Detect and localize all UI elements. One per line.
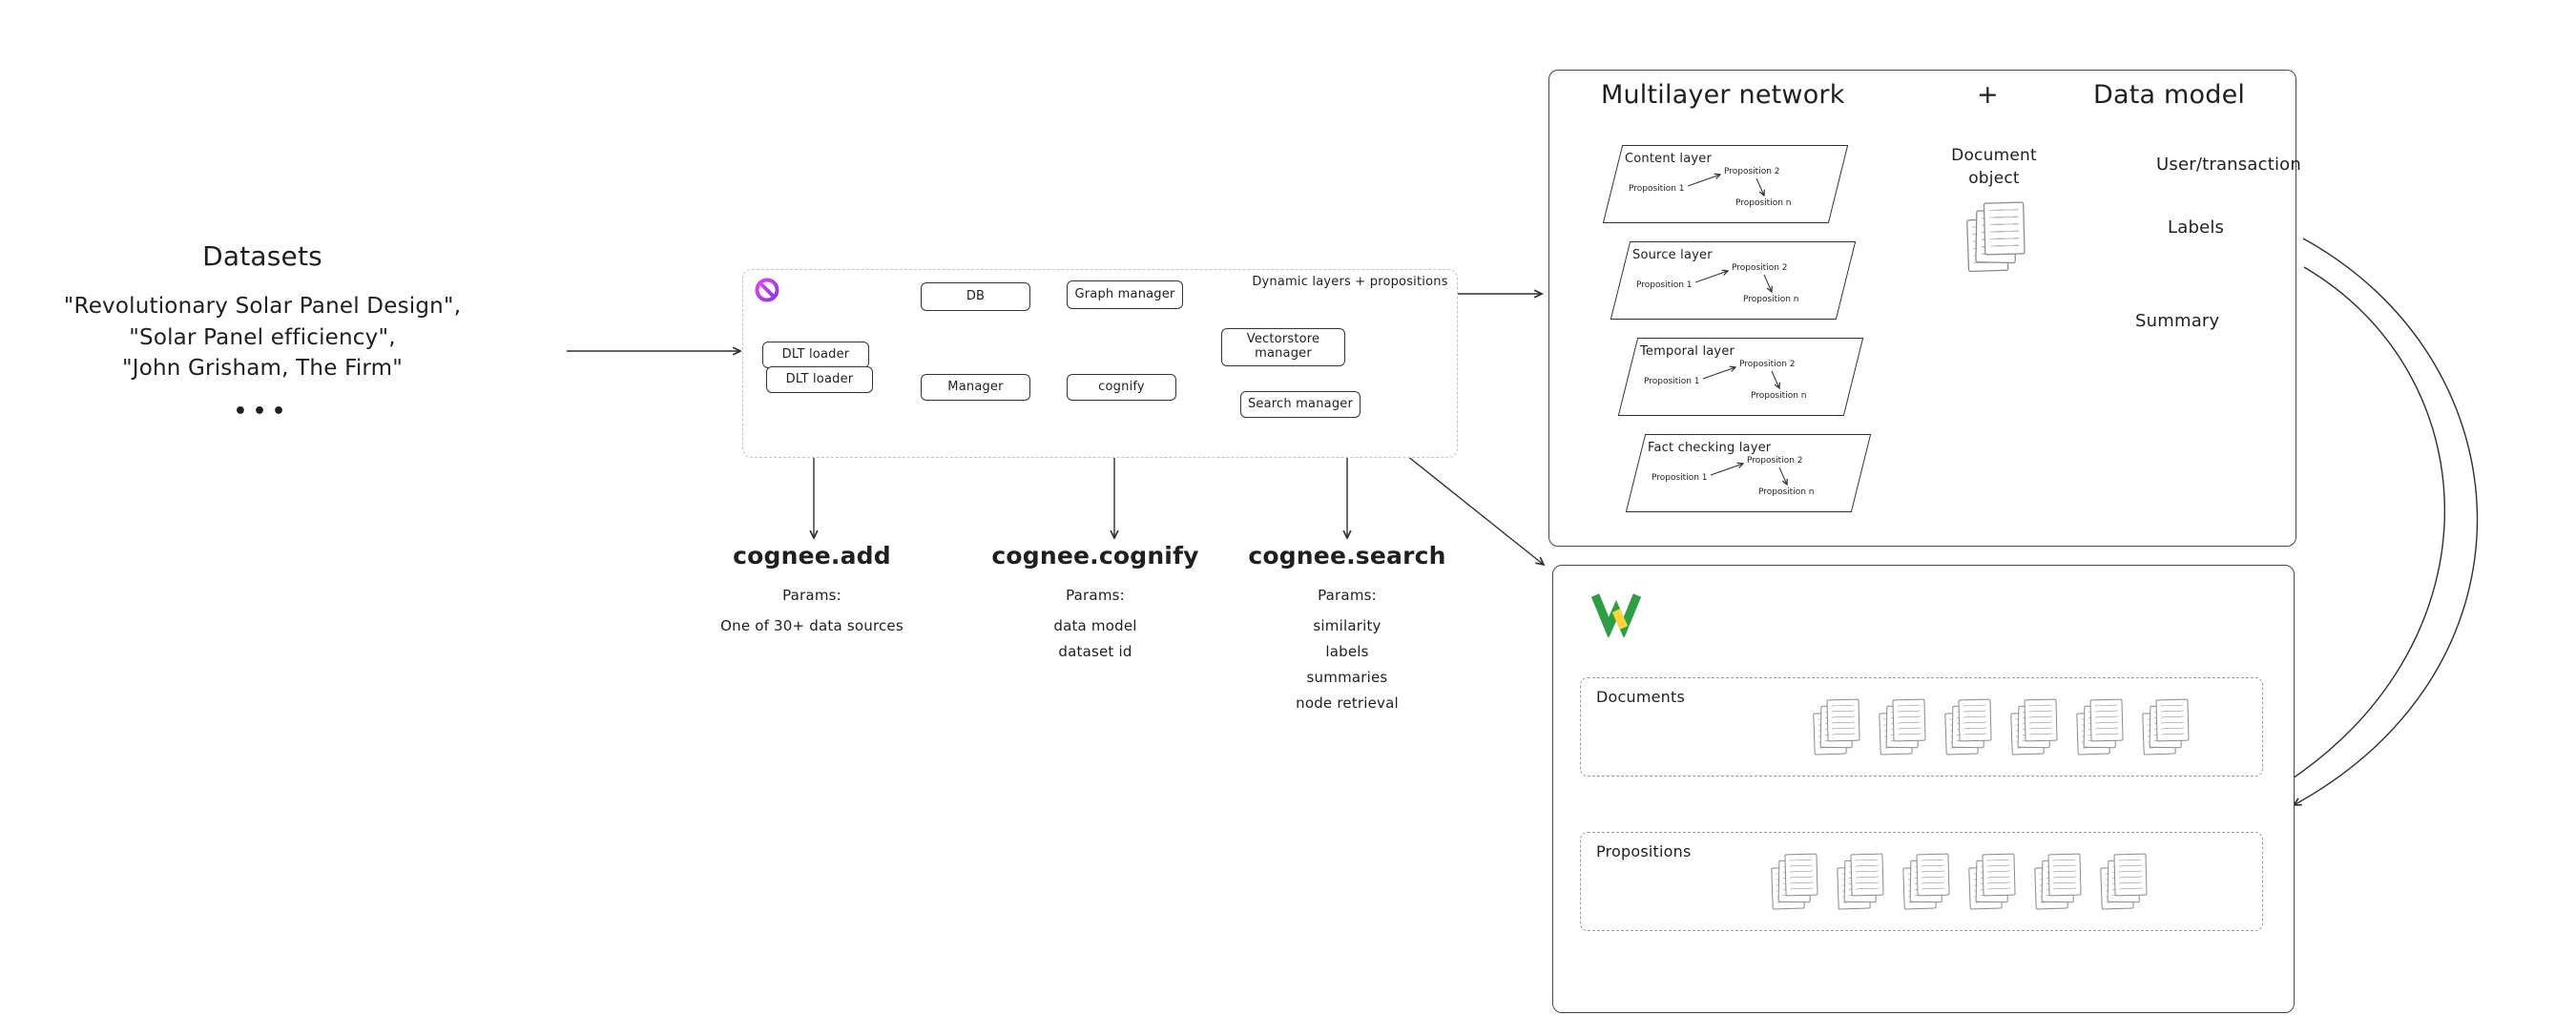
dataset-item: "Solar Panel efficiency", xyxy=(129,324,396,350)
label-summary: Summary xyxy=(2135,311,2220,331)
dataset-item: "Revolutionary Solar Panel Design", xyxy=(63,294,462,319)
document-stack-icon xyxy=(2142,698,2192,758)
proposition-node: Proposition 1 xyxy=(1636,280,1693,290)
graph-manager-node: Graph manager xyxy=(1067,280,1183,309)
layer-source: Source layer Proposition 1 Proposition 2… xyxy=(1610,241,1857,320)
propositions-stack-row xyxy=(1771,853,2150,913)
layer-content: Content layer Proposition 1 Proposition … xyxy=(1602,145,1849,223)
document-stack-icon xyxy=(1879,698,1929,758)
cognee-cognify-title: cognee.cognify xyxy=(991,542,1199,570)
proposition-node: Proposition 1 xyxy=(1629,184,1685,194)
layer-name: Content layer xyxy=(1625,152,1713,166)
proposition-node: Proposition 2 xyxy=(1724,167,1780,176)
document-stack-icon xyxy=(2010,698,2061,758)
param-item: One of 30+ data sources xyxy=(720,617,904,634)
dataset-item: "John Grisham, The Firm" xyxy=(121,356,404,382)
datasets-title: Datasets xyxy=(202,240,322,272)
search-manager-node: Search manager xyxy=(1240,391,1361,418)
proposition-node: Proposition 2 xyxy=(1732,263,1788,273)
dlt-loader-node: DLT loader xyxy=(766,366,873,393)
document-object-icon xyxy=(1966,201,2029,277)
label-user-transaction: User/transaction xyxy=(2156,155,2301,175)
document-object-label: Document object xyxy=(1951,146,2037,188)
propositions-section: Propositions xyxy=(1580,832,2263,931)
cognee-add-block: cognee.add Params: One of 30+ data sourc… xyxy=(669,542,955,639)
layer-fact-checking: Fact checking layer Proposition 1 Propos… xyxy=(1625,434,1872,512)
documents-stack-row xyxy=(1813,698,2192,758)
dlt-logo-icon xyxy=(755,278,779,302)
vectorstore-manager-node: Vectorstore manager xyxy=(1221,328,1345,366)
params-label: Params: xyxy=(1318,587,1377,604)
layer-name: Source layer xyxy=(1632,248,1713,262)
weaviate-logo-icon xyxy=(1590,593,1642,637)
cognee-search-title: cognee.search xyxy=(1248,542,1446,570)
document-stack-icon xyxy=(1968,853,2019,913)
weaviate-frame xyxy=(1552,565,2295,1013)
document-stack-icon xyxy=(1902,853,1953,913)
cognee-add-title: cognee.add xyxy=(733,542,891,570)
document-stack-icon xyxy=(1771,853,1821,913)
param-item: data model xyxy=(1053,617,1137,634)
dynamic-layers-label: Dynamic layers + propositions xyxy=(1252,275,1448,289)
datasets-ellipsis: ••• xyxy=(233,399,292,424)
document-stack-icon xyxy=(2034,853,2085,913)
params-label: Params: xyxy=(782,587,841,604)
layer-name: Temporal layer xyxy=(1640,344,1735,359)
proposition-node: Proposition 1 xyxy=(1644,377,1700,386)
proposition-node: Proposition n xyxy=(1743,295,1799,304)
layer-temporal: Temporal layer Proposition 1 Proposition… xyxy=(1617,338,1864,416)
proposition-node: Proposition 2 xyxy=(1747,456,1803,466)
proposition-node: Proposition n xyxy=(1751,391,1807,401)
param-item: node retrieval xyxy=(1296,694,1399,712)
params-label: Params: xyxy=(1066,587,1125,604)
propositions-label: Propositions xyxy=(1596,842,1692,860)
db-node: DB xyxy=(921,282,1030,311)
document-stack-icon xyxy=(2076,698,2127,758)
proposition-node: Proposition n xyxy=(1758,487,1815,497)
data-model-title: Data model xyxy=(2093,80,2246,110)
param-item: dataset id xyxy=(1058,643,1132,660)
label-labels: Labels xyxy=(2168,218,2225,238)
datasets-block: Datasets "Revolutionary Solar Panel Desi… xyxy=(57,240,467,424)
param-item: summaries xyxy=(1306,669,1388,686)
proposition-node: Proposition 2 xyxy=(1739,360,1796,369)
dlt-loader-node: DLT loader xyxy=(762,342,869,368)
cognify-node: cognify xyxy=(1067,374,1176,401)
document-stack-icon xyxy=(1944,698,1995,758)
multilayer-title: Multilayer network xyxy=(1601,80,1845,110)
param-item: similarity xyxy=(1313,617,1381,634)
document-stack-icon xyxy=(1837,853,1887,913)
proposition-node: Proposition n xyxy=(1735,198,1792,208)
documents-label: Documents xyxy=(1596,688,1686,706)
plus-sign: + xyxy=(1977,80,1999,110)
manager-node: Manager xyxy=(921,374,1030,401)
layer-name: Fact checking layer xyxy=(1648,441,1772,455)
document-stack-icon xyxy=(2100,853,2150,913)
document-stack-icon xyxy=(1813,698,1863,758)
proposition-node: Proposition 1 xyxy=(1652,473,1708,483)
documents-section: Documents xyxy=(1580,677,2263,777)
cognee-cognify-block: cognee.cognify Params: data model datase… xyxy=(952,542,1238,665)
cognee-search-block: cognee.search Params: similarity labels … xyxy=(1204,542,1490,716)
param-item: labels xyxy=(1325,643,1369,660)
